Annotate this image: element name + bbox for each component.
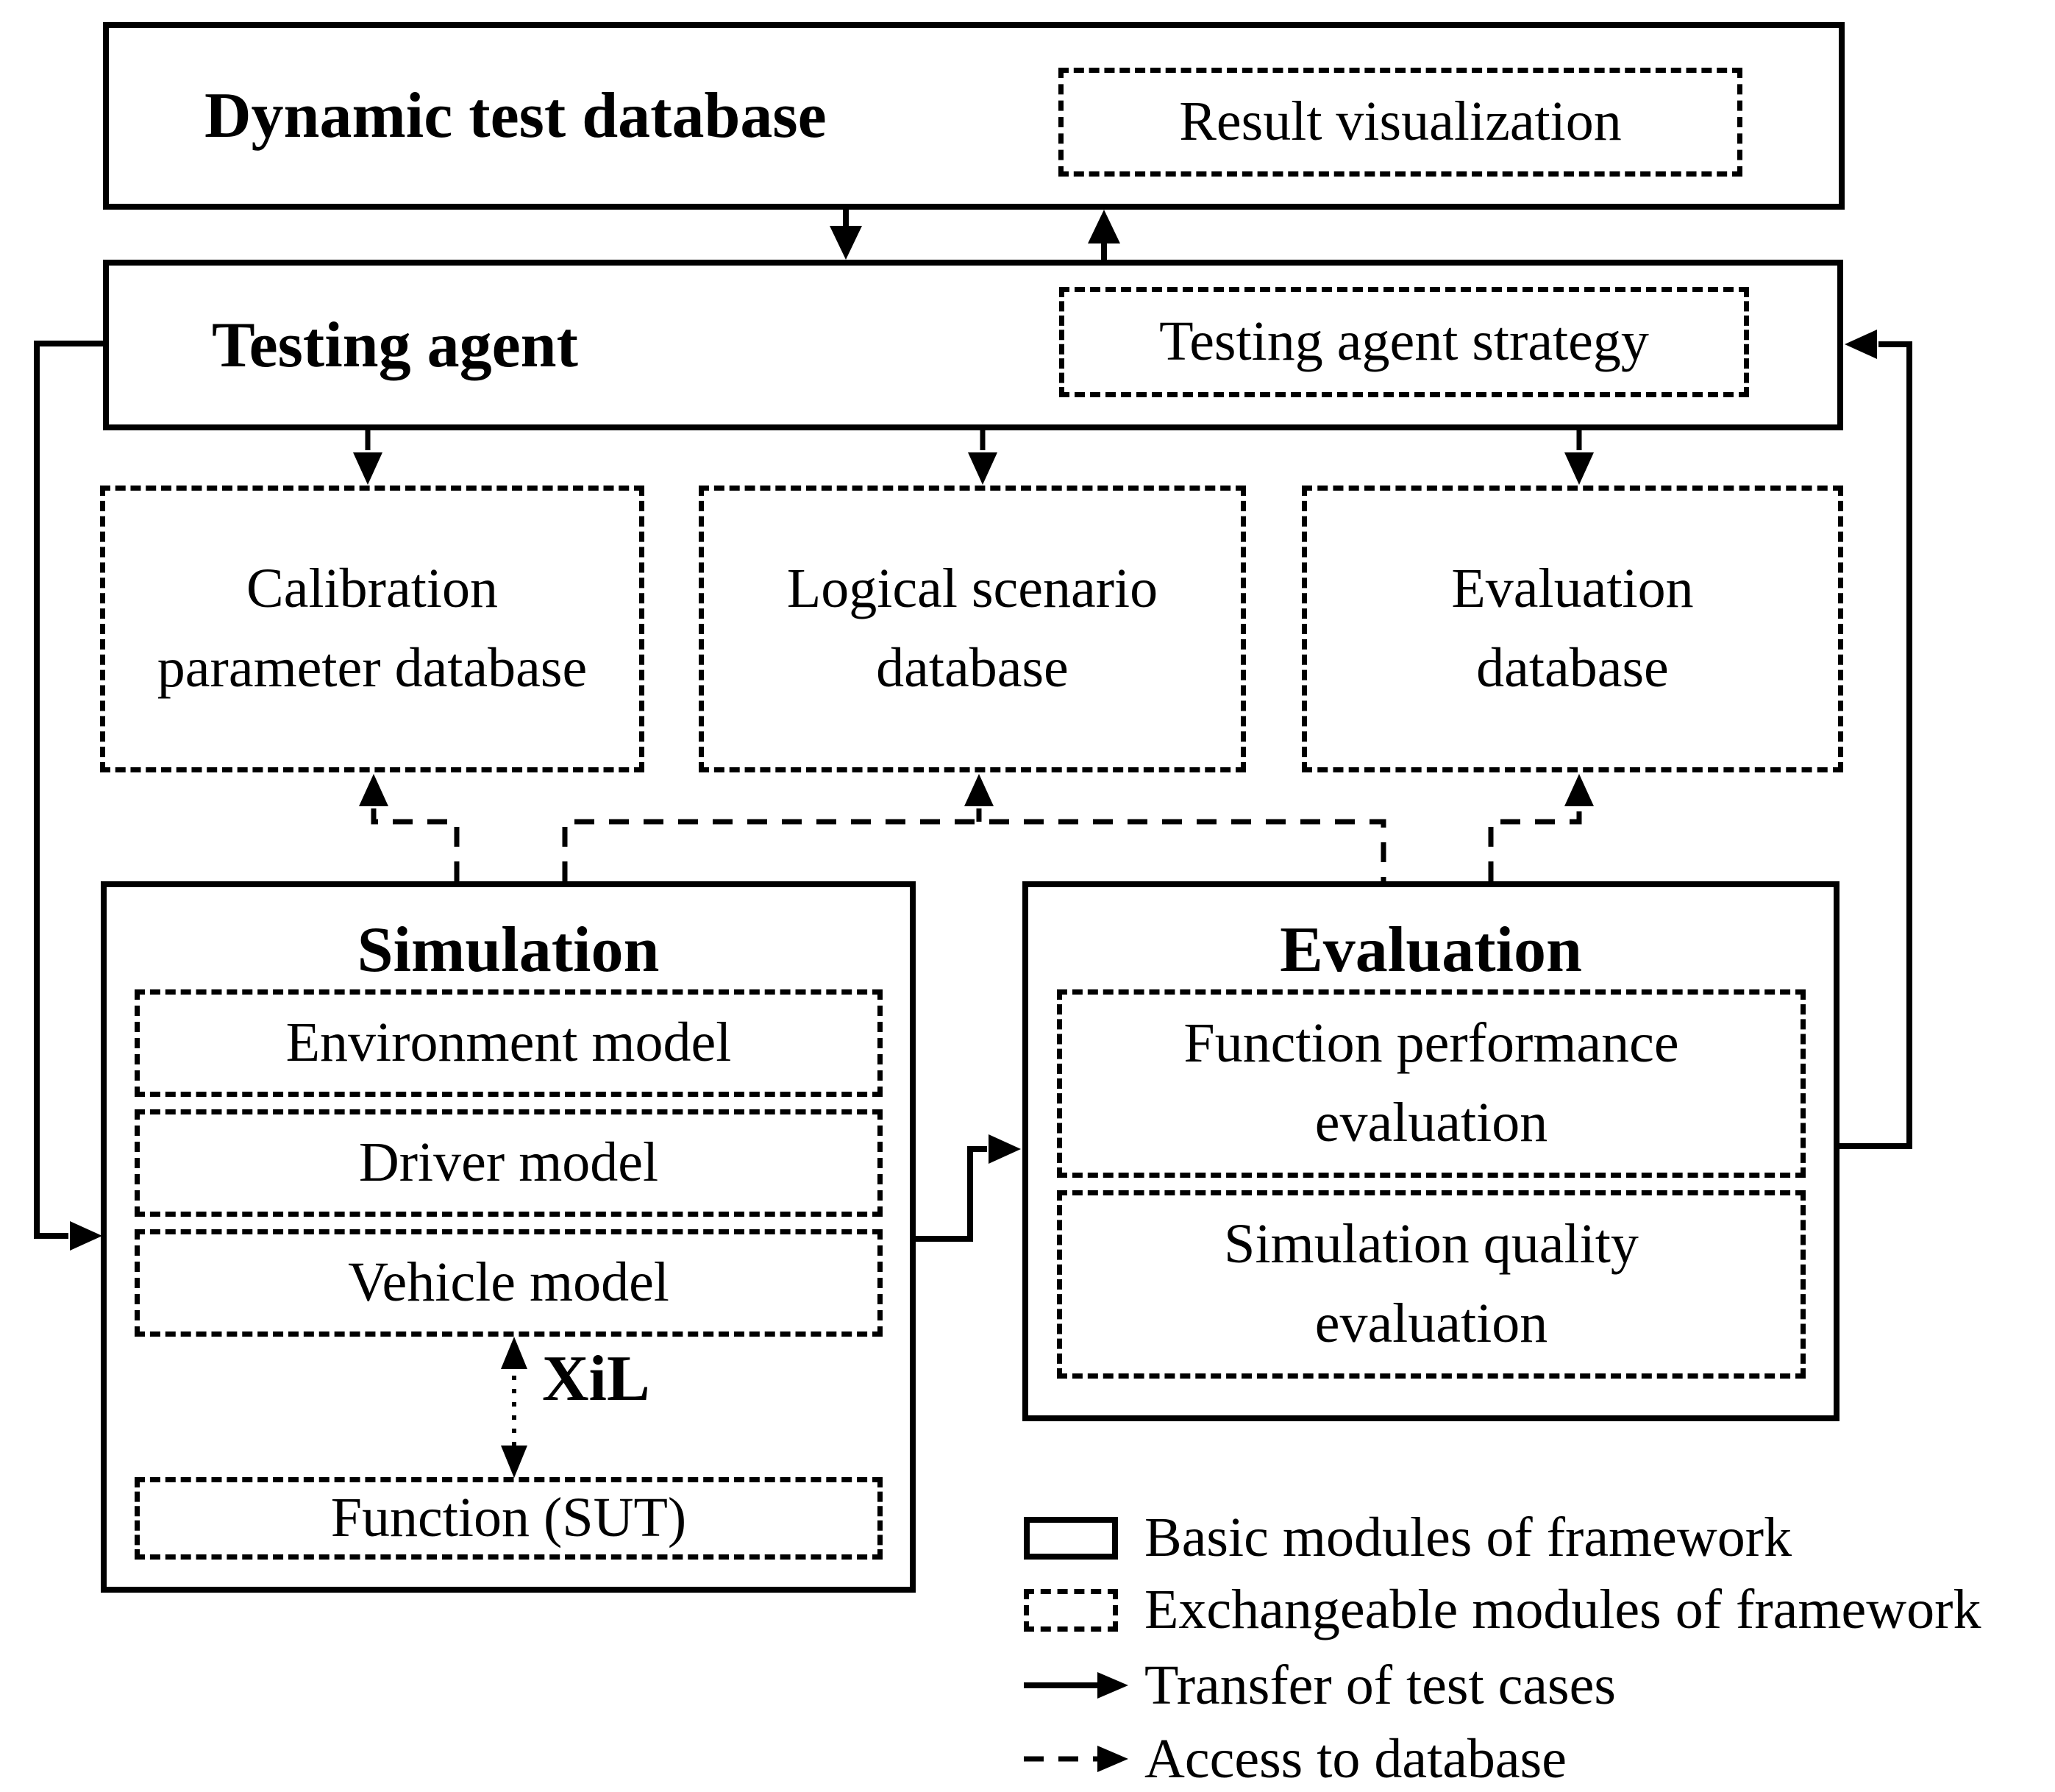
logical-scenario-database-label: Logical scenario database xyxy=(786,558,1158,699)
vehicle-model-label: Vehicle model xyxy=(348,1251,669,1314)
driver-model-label: Driver model xyxy=(358,1131,659,1194)
dashed-arrow-simulation-to-calibration-db xyxy=(359,774,460,881)
testing-agent-box: Testing agent Testing agent strategy xyxy=(103,260,1843,430)
calibration-parameter-database-box: Calibration parameter database xyxy=(100,486,644,772)
arrow-evaluation-to-testing-agent xyxy=(1839,330,1912,1149)
testing-agent-strategy-box: Testing agent strategy xyxy=(1059,287,1749,397)
result-visualization-box: Result visualization xyxy=(1058,68,1742,177)
legend-access-to-database-label: Access to database xyxy=(1144,1727,1567,1790)
arrow-testing-agent-to-simulation xyxy=(34,341,104,1251)
legend-dashed-arrow-symbol xyxy=(1024,1746,1128,1772)
function-sut-label: Function (SUT) xyxy=(330,1487,687,1549)
calibration-parameter-database-label: Calibration parameter database xyxy=(157,558,588,699)
function-sut-box: Function (SUT) xyxy=(135,1477,883,1560)
environment-model-box: Environment model xyxy=(135,989,883,1097)
arrow-testing-agent-to-dynamic-db xyxy=(1088,210,1120,260)
simulation-title: Simulation xyxy=(357,914,660,986)
legend-transfer-of-test-cases-label: Transfer of test cases xyxy=(1144,1654,1616,1716)
simulation-quality-evaluation-box: Simulation quality evaluation xyxy=(1057,1190,1806,1379)
driver-model-box: Driver model xyxy=(135,1109,883,1217)
evaluation-box: Evaluation Function performance evaluati… xyxy=(1022,881,1839,1421)
function-performance-evaluation-label: Function performance evaluation xyxy=(1183,1012,1679,1153)
legend-solid-arrow-symbol xyxy=(1024,1672,1128,1699)
simulation-box: Simulation Environment model Driver mode… xyxy=(101,881,916,1593)
legend-dashed-box-symbol xyxy=(1024,1589,1118,1632)
vehicle-model-box: Vehicle model xyxy=(135,1229,883,1337)
dashed-arrow-testing-agent-to-logical-db xyxy=(968,430,997,485)
function-performance-evaluation-box: Function performance evaluation xyxy=(1057,989,1806,1178)
dashed-connector-simulation-evaluation-to-logical-db xyxy=(562,774,1386,881)
testing-agent-strategy-label: Testing agent strategy xyxy=(1159,310,1649,373)
dashed-arrow-evaluation-to-evaluation-db xyxy=(1488,774,1594,881)
xil-label: XiL xyxy=(542,1343,650,1415)
dashed-arrow-testing-agent-to-calibration-db xyxy=(353,430,382,485)
legend-basic-modules-label: Basic modules of framework xyxy=(1144,1506,1792,1568)
evaluation-database-label: Evaluation database xyxy=(1451,558,1694,699)
legend-solid-box-symbol xyxy=(1024,1517,1118,1560)
environment-model-label: Environment model xyxy=(285,1011,732,1074)
legend-exchangeable-modules-label: Exchangeable modules of framework xyxy=(1144,1578,1981,1640)
dashed-arrow-testing-agent-to-evaluation-db xyxy=(1564,430,1594,485)
result-visualization-label: Result visualization xyxy=(1179,90,1622,153)
evaluation-database-box: Evaluation database xyxy=(1302,486,1843,772)
logical-scenario-database-box: Logical scenario database xyxy=(699,486,1246,772)
simulation-quality-evaluation-label: Simulation quality evaluation xyxy=(1224,1213,1639,1354)
dynamic-test-database-title: Dynamic test database xyxy=(204,80,827,152)
testing-agent-title: Testing agent xyxy=(212,309,578,381)
evaluation-title: Evaluation xyxy=(1280,914,1582,986)
dynamic-test-database-box: Dynamic test database Result visualizati… xyxy=(103,22,1845,210)
arrow-dynamic-db-to-testing-agent xyxy=(830,210,862,260)
arrow-simulation-to-evaluation xyxy=(916,1134,1021,1242)
